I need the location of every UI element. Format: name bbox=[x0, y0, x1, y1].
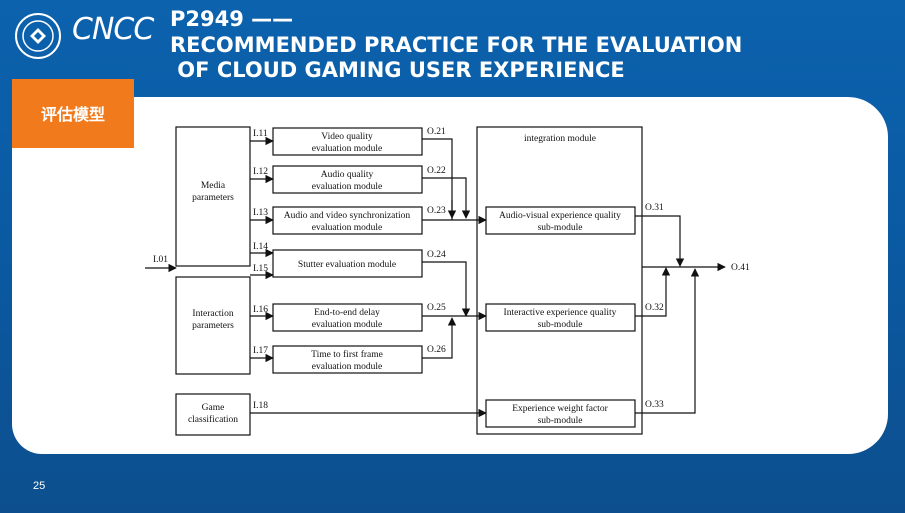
interactive-sub-label-2: sub-module bbox=[538, 320, 583, 330]
video-label-1: Video quality bbox=[321, 132, 373, 142]
avsync-label-2: evaluation module bbox=[312, 223, 382, 233]
output-o32: O.32 bbox=[645, 303, 664, 313]
input-i11: I.11 bbox=[253, 129, 268, 139]
input-i16: I.16 bbox=[253, 305, 268, 315]
stutter-box bbox=[272, 249, 423, 278]
input-i14: I.14 bbox=[253, 242, 268, 252]
game-classification-box bbox=[175, 393, 251, 436]
video-label-2: evaluation module bbox=[312, 144, 382, 154]
firstframe-label-2: evaluation module bbox=[312, 362, 382, 372]
output-o25: O.25 bbox=[427, 303, 446, 313]
input-label: I.01 bbox=[153, 255, 168, 265]
stutter-label: Stutter evaluation module bbox=[298, 260, 396, 270]
interactive-sub-label-1: Interactive experience quality bbox=[504, 308, 617, 318]
game-label-1: Game bbox=[202, 403, 225, 413]
av-sub-label-2: sub-module bbox=[538, 223, 583, 233]
firstframe-label-1: Time to first frame bbox=[311, 349, 383, 360]
media-parameters-box bbox=[175, 126, 251, 267]
media-label-1: Media bbox=[201, 181, 226, 191]
output-o23: O.23 bbox=[427, 206, 446, 216]
interaction-label-2: parameters bbox=[192, 321, 234, 331]
output-o33: O.33 bbox=[645, 400, 664, 410]
av-sub-label-1: Audio-visual experience quality bbox=[499, 211, 621, 221]
avsync-label-1: Audio and video synchronization bbox=[284, 211, 411, 221]
section-tag: 评估模型 bbox=[12, 79, 134, 148]
output-o31: O.31 bbox=[645, 203, 664, 213]
input-i17: I.17 bbox=[253, 346, 268, 356]
audio-label-1: Audio quality bbox=[321, 170, 374, 180]
integration-module-box bbox=[476, 126, 643, 435]
brand-logo: CNCC bbox=[72, 12, 154, 47]
output-o21: O.21 bbox=[427, 127, 446, 137]
input-i18: I.18 bbox=[253, 401, 268, 411]
weight-sub-label-2: sub-module bbox=[538, 416, 583, 426]
input-i15: I.15 bbox=[253, 264, 268, 274]
input-i12: I.12 bbox=[253, 167, 268, 177]
interaction-label-1: Interaction bbox=[192, 309, 233, 319]
output-o22: O.22 bbox=[427, 166, 446, 176]
output-o24: O.24 bbox=[427, 250, 446, 260]
weight-sub-label-1: Experience weight factor bbox=[512, 403, 608, 414]
header-title-line2: RECOMMENDED PRACTICE FOR THE EVALUATION bbox=[170, 33, 743, 57]
integration-label: integration module bbox=[524, 134, 596, 144]
output-o26: O.26 bbox=[427, 345, 446, 355]
content-panel bbox=[12, 97, 888, 454]
delay-label-2: evaluation module bbox=[312, 320, 382, 330]
audio-label-2: evaluation module bbox=[312, 182, 382, 192]
page-number: 25 bbox=[33, 480, 46, 492]
delay-label-1: End-to-end delay bbox=[314, 308, 380, 318]
game-label-2: classification bbox=[188, 414, 238, 425]
input-i13: I.13 bbox=[253, 208, 268, 218]
media-label-2: parameters bbox=[192, 193, 234, 203]
interaction-parameters-box bbox=[175, 276, 251, 375]
header-title-line1: P2949 —— bbox=[170, 7, 294, 31]
ccf-logo-icon bbox=[15, 13, 61, 59]
output-label: O.41 bbox=[731, 263, 750, 273]
header-title-line3: OF CLOUD GAMING USER EXPERIENCE bbox=[170, 58, 625, 82]
